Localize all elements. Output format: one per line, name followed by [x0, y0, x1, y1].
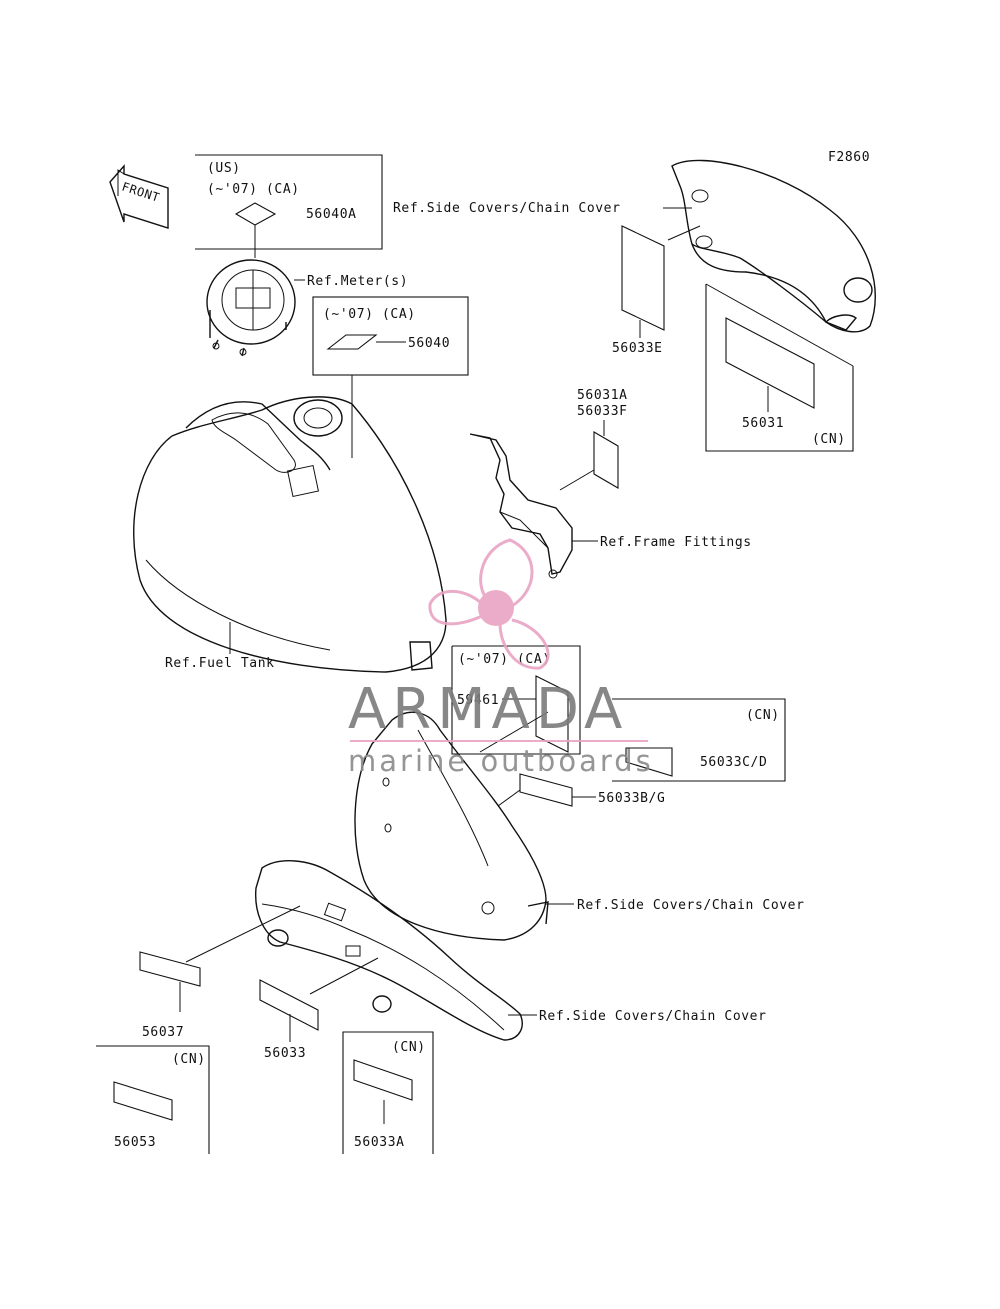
propeller-logo-icon	[428, 538, 550, 670]
box-ca-56040: (~'07) (CA) 56040	[312, 296, 469, 458]
decal-59461	[535, 675, 569, 753]
box-ca-label: (~'07) (CA)	[207, 182, 300, 197]
ref-meter-label: Ref.Meter(s)	[307, 274, 408, 289]
decal-56033e	[621, 225, 665, 331]
part-59461: 59461	[457, 693, 499, 708]
box-cn-56033a: (CN) 56033A	[342, 1031, 434, 1154]
part-56033cd: 56033C/D	[700, 755, 767, 770]
fuel-tank-part	[133, 396, 447, 673]
decal-56031	[725, 317, 815, 409]
box-ca-tank-label: (~'07) (CA)	[323, 307, 416, 322]
part-56033e: 56033E	[612, 341, 663, 356]
figure-code: F2860	[828, 150, 870, 165]
rear-side-cover-part	[671, 159, 876, 333]
decal-56033f	[593, 431, 619, 489]
decal-56033a	[353, 1059, 413, 1101]
part-56037: 56037	[142, 1025, 184, 1040]
ref-frame-fittings-label: Ref.Frame Fittings	[600, 535, 752, 550]
part-56031a: 56031A	[577, 388, 628, 403]
part-56053: 56053	[114, 1135, 156, 1150]
armada-watermark: ARMADA marine outboards	[348, 538, 654, 778]
box-ca-side-label: (~'07) (CA)	[458, 652, 551, 667]
box-cn-bl-label: (CN)	[172, 1052, 206, 1067]
front-arrow-icon: FRONT	[109, 164, 169, 229]
chain-cover-part	[255, 860, 523, 1041]
decal-56033	[259, 979, 319, 1031]
part-56033f: 56033F	[577, 404, 628, 419]
part-56033: 56033	[264, 1046, 306, 1061]
box-us-ca-56040a: (US) (~'07) (CA) 56040A	[195, 154, 383, 258]
decal-56033bg	[519, 773, 573, 807]
part-56033a: 56033A	[354, 1135, 405, 1150]
box-cn-56031: 56031 (CN)	[705, 283, 854, 452]
box-us-label: (US)	[207, 161, 241, 176]
ref-side-covers-top-label: Ref.Side Covers/Chain Cover	[393, 201, 621, 216]
frame-fitting-part	[469, 433, 573, 579]
watermark-tagline: marine outboards	[348, 744, 654, 778]
box-ca-59461: (~'07) (CA) 59461	[451, 645, 581, 755]
decal-56037	[139, 951, 201, 987]
part-56040a: 56040A	[306, 207, 357, 222]
watermark-name: ARMADA	[348, 677, 628, 742]
ref-fuel-tank-label: Ref.Fuel Tank	[165, 656, 275, 671]
ref-side-covers-low-label: Ref.Side Covers/Chain Cover	[539, 1009, 767, 1024]
decal-56033cd	[625, 747, 673, 777]
box-cn-bc-label: (CN)	[392, 1040, 426, 1055]
box-cn-56053: (CN) 56053	[96, 1045, 210, 1154]
part-56031: 56031	[742, 416, 784, 431]
part-56040: 56040	[408, 336, 450, 351]
decal-56040	[326, 334, 378, 350]
meter-part	[206, 259, 296, 357]
part-56033bg: 56033B/G	[598, 791, 665, 806]
box-cn-rear-label: (CN)	[812, 432, 846, 447]
box-cn-56033cd: (CN) 56033C/D	[612, 698, 786, 782]
decal-56040a	[234, 202, 277, 226]
ref-side-covers-mid-label: Ref.Side Covers/Chain Cover	[577, 898, 805, 913]
decal-56053	[113, 1081, 173, 1121]
box-cn-side-label: (CN)	[746, 708, 780, 723]
